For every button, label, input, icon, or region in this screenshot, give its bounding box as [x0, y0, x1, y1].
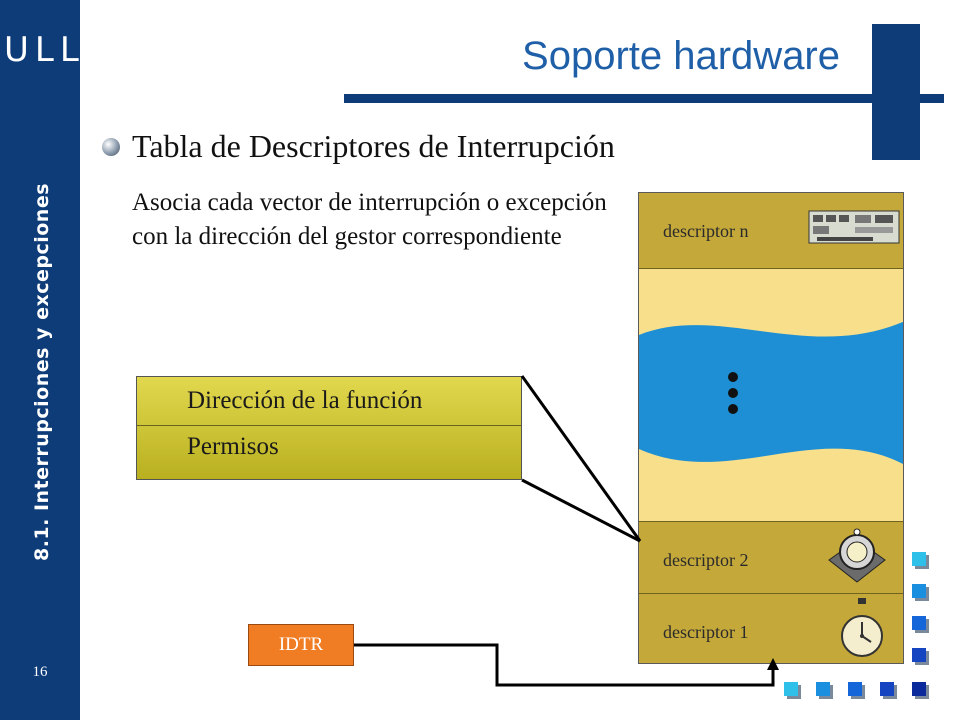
sidebar: ULL 8.1. Interrupciones y excepciones 16 — [0, 0, 80, 720]
stopwatch-icon — [841, 598, 883, 657]
title-accent-block — [872, 24, 920, 160]
cpu-chip-icon — [828, 528, 886, 583]
description-text: Asocia cada vector de interrupción o exc… — [132, 189, 607, 250]
decor-square — [912, 584, 926, 598]
title-underline — [344, 94, 944, 103]
circuit-board-icon — [808, 210, 900, 244]
descriptor-n-slot: descriptor n — [639, 193, 903, 269]
ellipsis-dot — [728, 372, 738, 382]
bullet-icon — [102, 138, 120, 156]
decor-square — [784, 682, 798, 696]
decor-square — [912, 648, 926, 662]
descriptor-1-label: descriptor 1 — [663, 622, 749, 642]
descriptor-detail: Dirección de la función Permisos — [136, 376, 522, 480]
decor-square — [848, 682, 862, 696]
permissions-field-label: Permisos — [187, 433, 279, 460]
descriptor-1-slot: descriptor 1 — [639, 593, 903, 663]
wave-band — [639, 321, 903, 465]
permissions-field: Permisos — [137, 425, 521, 479]
descriptor-2-slot: descriptor 2 — [639, 521, 903, 593]
decor-square — [912, 682, 926, 696]
ellipsis-dot — [728, 388, 738, 398]
address-field-label: Dirección de la función — [187, 387, 423, 414]
idtr-register: IDTR — [248, 624, 354, 666]
page-number: 16 — [32, 664, 48, 680]
decor-square — [912, 552, 926, 566]
ellipsis-dot — [728, 404, 738, 414]
bullet-heading: Tabla de Descriptores de Interrupción — [132, 128, 615, 164]
decor-square — [912, 616, 926, 630]
address-field: Dirección de la función — [137, 377, 521, 426]
slide-title: Soporte hardware — [522, 34, 840, 78]
descriptor-2-label: descriptor 2 — [663, 550, 749, 570]
ull-logo: ULL — [4, 30, 85, 70]
decor-square — [880, 682, 894, 696]
decor-square — [816, 682, 830, 696]
descriptor-n-label: descriptor n — [663, 221, 749, 241]
descriptor-table: descriptor n descriptor 2 descriptor 1 — [638, 192, 904, 664]
